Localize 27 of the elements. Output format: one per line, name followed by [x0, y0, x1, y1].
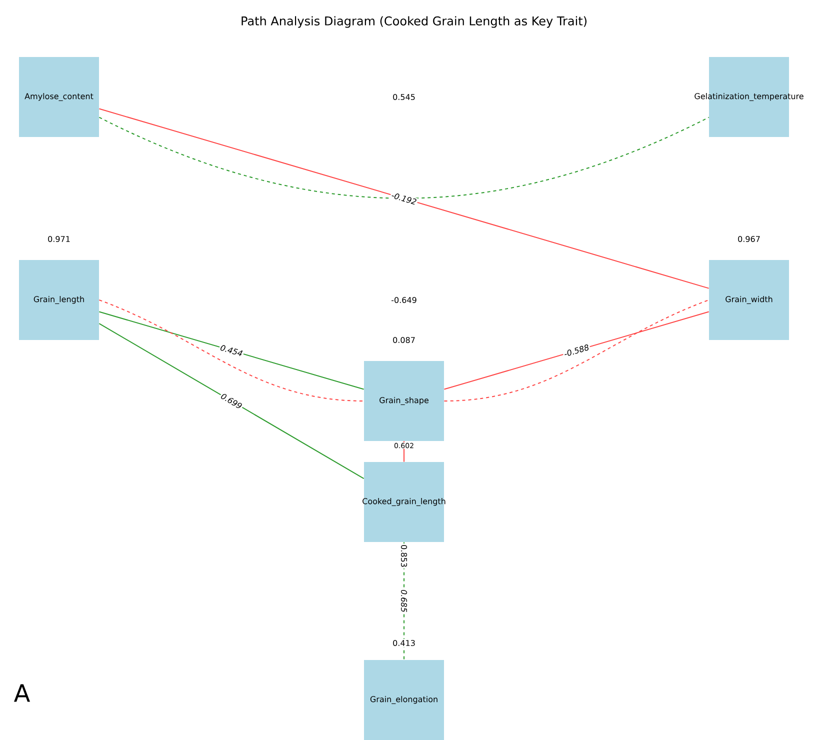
- node-box: Amylose_content: [19, 57, 99, 137]
- connector-line: [98, 323, 364, 480]
- value-label: 0.545: [393, 94, 415, 100]
- edge-label: 0.454: [218, 343, 245, 358]
- edge-label: -0.192: [390, 190, 418, 206]
- panel-letter: A: [14, 684, 30, 702]
- node-box: Grain_elongation: [364, 660, 444, 740]
- connector-line: [98, 116, 710, 199]
- connector-line: [444, 311, 710, 390]
- node-box: Grain_length: [19, 260, 99, 340]
- node-box: Cooked_grain_length: [362, 462, 446, 542]
- node-box: Grain_width: [709, 260, 789, 340]
- node-box: Gelatinization_temperature: [694, 57, 804, 137]
- value-label: 0.967: [738, 236, 760, 242]
- connector-line: [98, 300, 364, 402]
- value-label: 0.087: [393, 336, 415, 344]
- connector-line: [444, 300, 710, 402]
- connector-line: [98, 108, 710, 289]
- edge-label: 0.685: [400, 588, 408, 614]
- value-label: 0.971: [48, 236, 70, 242]
- value-label: 0.853: [400, 544, 408, 568]
- edge-label: -0.588: [562, 342, 591, 358]
- node-box: Grain_shape: [364, 361, 444, 441]
- value-label: 0.413: [392, 638, 416, 648]
- title: Path Analysis Diagram (Cooked Grain Length as Key Trait): [242, 16, 586, 28]
- connector-line: [98, 311, 364, 390]
- value-label: -0.649: [392, 296, 416, 304]
